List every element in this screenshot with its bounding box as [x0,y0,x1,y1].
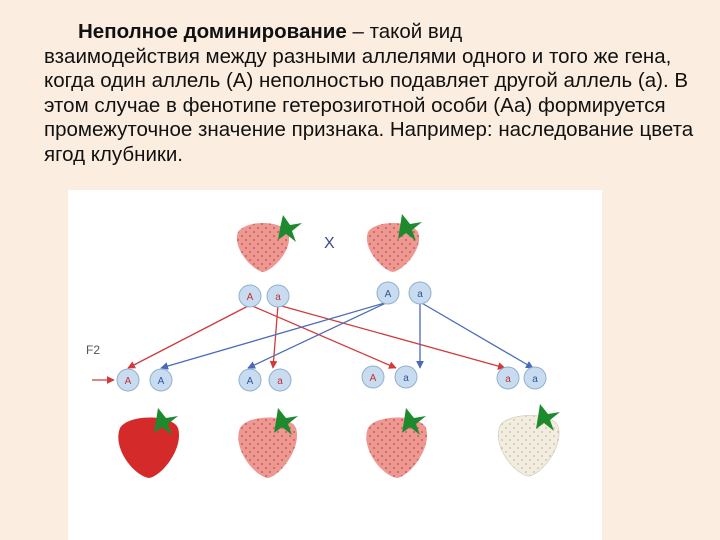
allele-label: a [532,374,538,385]
generation-label: F2 [86,343,100,357]
offspring-strawberry-red [118,408,180,478]
line-a1-offspring4 [277,304,506,370]
allele-label: A [125,376,132,387]
diagram-background [68,190,602,540]
parent-strawberry-1 [236,215,302,272]
allele-label: A [247,292,254,303]
offspring-strawberry-white [497,404,560,477]
allele-label: A [370,373,377,384]
allele-label: a [275,292,281,303]
parent-gamete-a-2: a [408,281,432,305]
line-a1-offspring2 [269,304,279,369]
inheritance-diagram: X A a A a F2 A A A a A a [86,214,560,478]
line-A1-offspring3 [249,304,397,369]
cross-symbol: X [324,235,335,252]
definition-body: взаимодействия между разными аллелями од… [44,44,694,166]
allele-label: a [277,376,283,387]
allele-label: A [385,289,392,300]
parent-gamete-A-2: A [376,281,400,305]
allele-label: A [247,376,254,387]
parent-gamete-A-1: A [238,284,262,308]
allele-label: a [403,373,409,384]
line-A1-offspring1 [127,304,251,369]
definition-line1: такой вид [369,20,463,43]
definition-term: Неполное доминирование [78,20,347,43]
offspring-genotype-AA: A A [116,368,173,392]
parent-strawberry-2 [366,214,422,272]
line-a2-offspring4 [419,301,534,369]
definition-dash: – [346,20,370,43]
offspring-strawberry-pink-2 [366,408,428,478]
line-A2-offspring2 [247,301,389,369]
offspring-genotype-Aa-1: A a [238,368,292,392]
cross-lines [92,301,534,384]
offspring-genotype-aa: a a [496,366,547,390]
allele-label: a [505,374,511,385]
offspring-strawberry-pink-1 [238,408,298,478]
allele-label: A [158,376,165,387]
offspring-genotype-Aa-2: A a [361,365,418,389]
line-A2-offspring1 [160,301,389,370]
parent-gamete-a-1: a [266,284,290,308]
allele-label: a [417,289,423,300]
definition-paragraph: Неполное доминирование – такой вид взаим… [44,20,704,167]
